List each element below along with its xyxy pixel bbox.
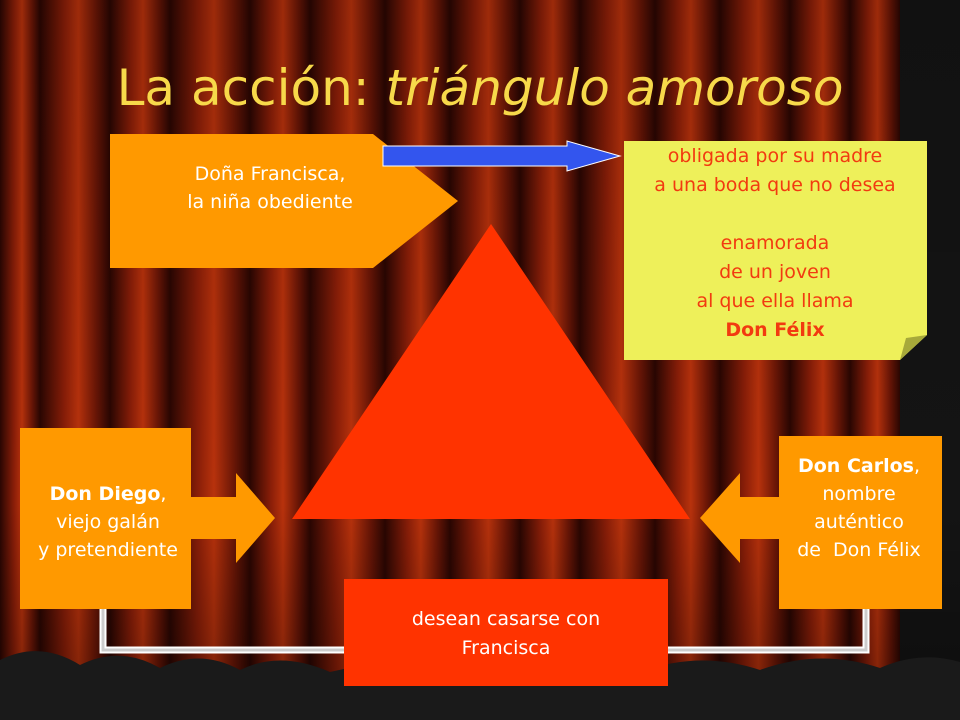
- note-line6: Don Félix: [725, 319, 825, 341]
- carlos-line3: auténtico: [814, 511, 904, 533]
- diego-line2: viejo galán: [56, 511, 160, 533]
- note-line1: obligada por su madre: [667, 145, 883, 167]
- title-italic: triángulo amoroso: [385, 59, 844, 117]
- note-text: obligada por su madre a una boda que no …: [625, 142, 925, 345]
- francisca-line1: Doña Francisca,: [194, 163, 346, 185]
- carlos-arrow: [700, 473, 779, 563]
- diego-line3: y pretendiente: [38, 539, 178, 561]
- francisca-callout: [110, 134, 458, 268]
- diego-box: [20, 428, 191, 609]
- francisca-label: Doña Francisca, la niña obediente: [140, 160, 400, 216]
- diego-comma: ,: [160, 483, 167, 505]
- note-card: [624, 141, 927, 360]
- diego-name: Don Diego: [49, 483, 161, 505]
- note-line5: al que ella llama: [696, 290, 854, 312]
- desean-line1: desean casarse con: [411, 608, 601, 630]
- note-line3: enamorada: [720, 232, 830, 254]
- note-line2: a una boda que no desea: [654, 174, 896, 196]
- love-triangle: [292, 224, 690, 519]
- carlos-comma: ,: [913, 455, 921, 477]
- carlos-label: Don Carlos, nombre auténtico de Don Féli…: [776, 452, 942, 564]
- diego-label: Don Diego, viejo galán y pretendiente: [20, 480, 196, 564]
- blue-arrow: [382, 140, 622, 172]
- desean-box: [344, 579, 668, 686]
- carlos-name: Don Carlos: [797, 455, 914, 477]
- diego-arrow: [191, 473, 275, 563]
- note-card-fold: [900, 335, 927, 360]
- francisca-line2: la niña obediente: [187, 191, 353, 213]
- carlos-box: [779, 436, 942, 609]
- desean-line2: Francisca: [461, 637, 551, 659]
- note-gap: [625, 200, 925, 229]
- title-plain: La acción:: [116, 59, 386, 117]
- desean-label: desean casarse con Francisca: [344, 605, 668, 663]
- carlos-line4: de Don Félix: [797, 539, 921, 561]
- carlos-line2: nombre: [822, 483, 896, 505]
- note-line4: de un joven: [719, 261, 831, 283]
- slide-title: La acción: triángulo amoroso: [0, 58, 960, 118]
